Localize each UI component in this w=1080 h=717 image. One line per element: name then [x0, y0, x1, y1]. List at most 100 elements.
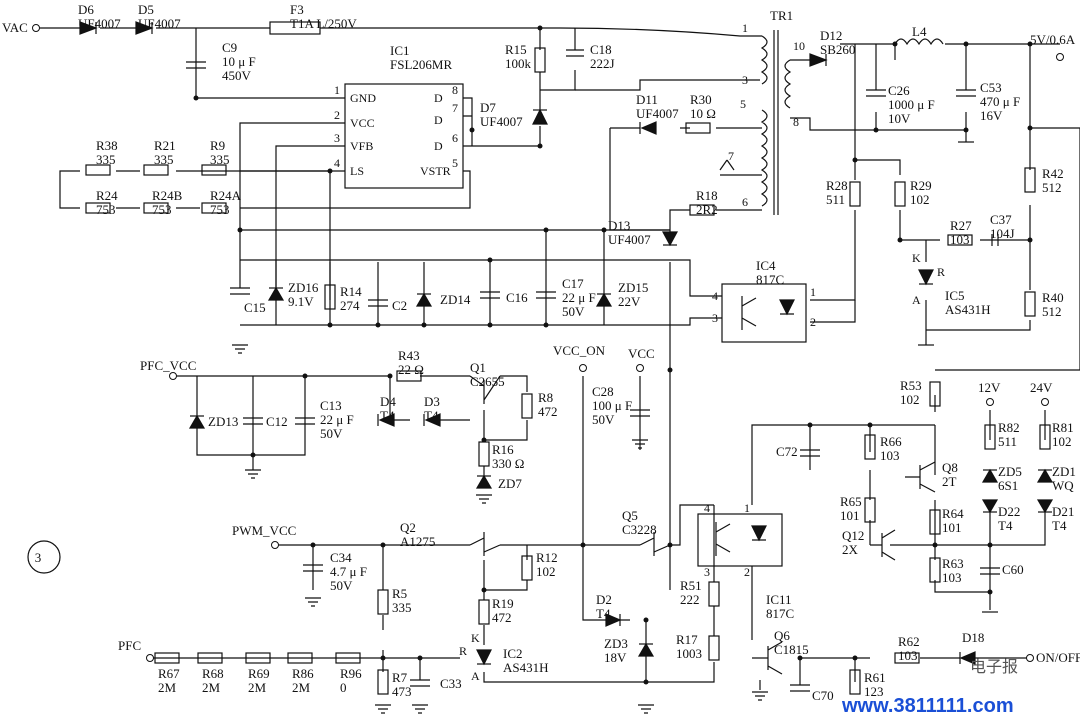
r14-ref-label: R14 [340, 284, 362, 299]
ic1-vstr-pin: VSTR [420, 164, 451, 178]
q8-value-label: 2T [942, 474, 957, 489]
ic2-a-pin: A [471, 669, 480, 683]
v12-label: 12V [978, 380, 1001, 395]
ground-symbol [305, 597, 321, 607]
ic5-ref-label: IC5 [945, 288, 965, 303]
r62-value-label: 103 [898, 648, 918, 663]
ground-symbol [632, 439, 648, 449]
transistor-symbol [639, 532, 671, 556]
r7-value-label: 473 [392, 684, 412, 699]
q12-ref-label: Q12 [842, 528, 864, 543]
resistor-symbol [947, 234, 973, 246]
ground-symbol [752, 691, 768, 701]
ic11-ref-label: IC11 [766, 592, 792, 607]
diode-symbol [981, 499, 999, 514]
r96-ref-label: R96 [340, 666, 362, 681]
out-5v-label: 5V/0.6A [1030, 32, 1076, 47]
c13-ref-label: C13 [320, 398, 342, 413]
r19-value-label: 472 [492, 610, 512, 625]
d22-ref-label: D22 [998, 504, 1020, 519]
r82-value-label: 511 [998, 434, 1017, 449]
c28-value-label: 100 μ F [592, 398, 632, 413]
figure-number-circle [27, 540, 61, 574]
vcc-label: VCC [628, 346, 655, 361]
ground-symbol [719, 159, 735, 171]
r19-ref-label: R19 [492, 596, 514, 611]
ic4-value-label: 817C [756, 272, 784, 287]
resistor-symbol [287, 652, 313, 664]
capacitor-symbol [980, 567, 1000, 575]
ic11-pin-number: 4 [704, 501, 710, 515]
ic4-pin-number: 3 [712, 311, 718, 325]
r40-ref-label: R40 [1042, 290, 1064, 305]
r53-ref-label: R53 [900, 378, 922, 393]
r61-value-label: 123 [864, 684, 884, 699]
ic5-r-pin: R [937, 265, 945, 279]
diode-symbol [661, 231, 679, 247]
resistor-symbol [1024, 291, 1036, 317]
r5-value-label: 335 [392, 600, 412, 615]
r27-ref-label: R27 [950, 218, 972, 233]
ic2-value-label: AS431H [503, 660, 549, 675]
d12-ref-label: D12 [820, 28, 842, 43]
ic11-pin-number: 1 [744, 501, 750, 515]
resistor-symbol [85, 202, 111, 214]
c15-ref-label: C15 [244, 300, 266, 315]
f3-value-label: T1A L/250V [290, 16, 357, 31]
v24-label: 24V [1030, 380, 1053, 395]
vcc-on-label: VCC_ON [553, 343, 606, 358]
capacitor-symbol [800, 449, 820, 457]
zd7-ref-label: ZD7 [498, 476, 522, 491]
watermark-url: www.3811111.com [841, 695, 1014, 717]
r14-value-label: 274 [340, 298, 360, 313]
ic1-value-label: FSL206MR [390, 57, 452, 72]
inductor-symbol [894, 38, 944, 46]
c13-value-label: 22 μ F [320, 412, 354, 427]
ic1-d-pin: D [434, 113, 443, 127]
resistor-symbol [396, 370, 422, 382]
f3-ref-label: F3 [290, 2, 304, 17]
r9-ref-label: R9 [210, 138, 225, 153]
r86-ref-label: R86 [292, 666, 314, 681]
ic1-vcc-pin: VCC [350, 116, 375, 130]
ic1-pin-number: 6 [452, 131, 458, 145]
r61-ref-label: R61 [864, 670, 886, 685]
resistor-symbol [478, 599, 490, 625]
capacitor-symbol [566, 49, 584, 57]
r9-value-label: 335 [210, 152, 230, 167]
tr1-pin-number: 5 [740, 97, 746, 111]
c33-ref-label: C33 [440, 676, 462, 691]
transistor-symbol [469, 375, 501, 404]
r63-value-label: 103 [942, 570, 962, 585]
watermark-brand: 电子报 [970, 658, 1018, 676]
zener-symbol [637, 642, 655, 657]
q2-ref-label: Q2 [400, 520, 416, 535]
ic5-a-pin: A [912, 293, 921, 307]
capacitor-symbol [536, 291, 556, 299]
c9-ref-label: C9 [222, 40, 237, 55]
r8-ref-label: R8 [538, 390, 553, 405]
capacitor-symbol [230, 287, 250, 295]
c70-ref-label: C70 [812, 688, 834, 703]
r51-ref-label: R51 [680, 578, 702, 593]
resistor-symbol [534, 47, 546, 73]
c9-value-label: 10 μ F [222, 54, 256, 69]
ic2-ref-label: IC2 [503, 646, 523, 661]
q5-ref-label: Q5 [622, 508, 638, 523]
resistor-symbol [377, 589, 389, 615]
r86-value-label: 2M [292, 680, 311, 695]
zener-symbol [981, 468, 999, 483]
d6-ref-label: D6 [78, 2, 94, 17]
d21-value-label: T4 [1052, 518, 1067, 533]
component-symbols [27, 21, 1054, 714]
d4-value-label: T4 [380, 408, 395, 423]
zener-symbol [595, 292, 613, 307]
q1-ref-label: Q1 [470, 360, 486, 375]
tr1-pin-number: 3 [742, 73, 748, 87]
c17-value-label: 22 μ F [562, 290, 596, 305]
pfc-label: PFC [118, 638, 141, 653]
diode-symbol [605, 613, 622, 627]
d18-ref-label: D18 [962, 630, 984, 645]
tr1-pin-number: 8 [793, 115, 799, 129]
